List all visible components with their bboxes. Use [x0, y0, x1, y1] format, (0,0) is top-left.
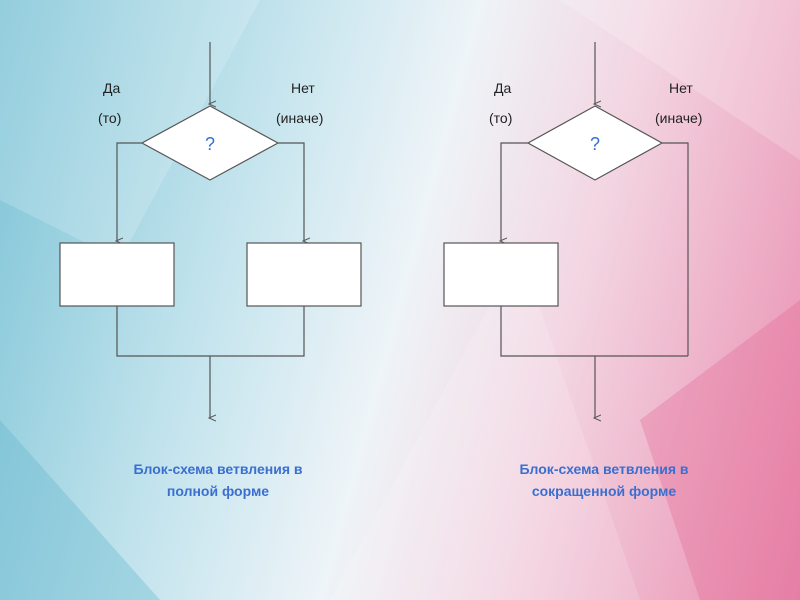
no-sub-label: (иначе) [655, 110, 703, 126]
no-action-box [246, 242, 362, 307]
caption-line-1: Блок-схема ветвления в [519, 461, 689, 477]
no-branch-line [662, 142, 689, 356]
caption-full-form: Блок-схема ветвления в полной форме [68, 458, 368, 502]
yes-branch-line [501, 142, 528, 241]
no-label: Нет [669, 80, 693, 96]
no-sub-label: (иначе) [276, 110, 324, 126]
caption-line-1: Блок-схема ветвления в [133, 461, 303, 477]
yes-label: Да [103, 80, 121, 96]
decision-diamond [526, 105, 664, 181]
decision-diamond [140, 105, 280, 181]
yes-action-box [443, 242, 559, 307]
yes-branch-line [117, 142, 142, 241]
decision-question: ? [205, 134, 215, 154]
merge-line [500, 306, 688, 357]
yes-action-box [59, 242, 175, 307]
yes-label: Да [494, 80, 512, 96]
caption-short-form: Блок-схема ветвления в сокращенной форме [454, 458, 754, 502]
yes-sub-label: (то) [489, 110, 513, 126]
caption-line-2: полной форме [166, 483, 270, 499]
no-branch-line [278, 142, 304, 241]
no-label: Нет [291, 80, 315, 96]
yes-sub-label: (то) [98, 110, 122, 126]
decision-question: ? [590, 134, 600, 154]
caption-line-2: сокращенной форме [531, 483, 677, 499]
